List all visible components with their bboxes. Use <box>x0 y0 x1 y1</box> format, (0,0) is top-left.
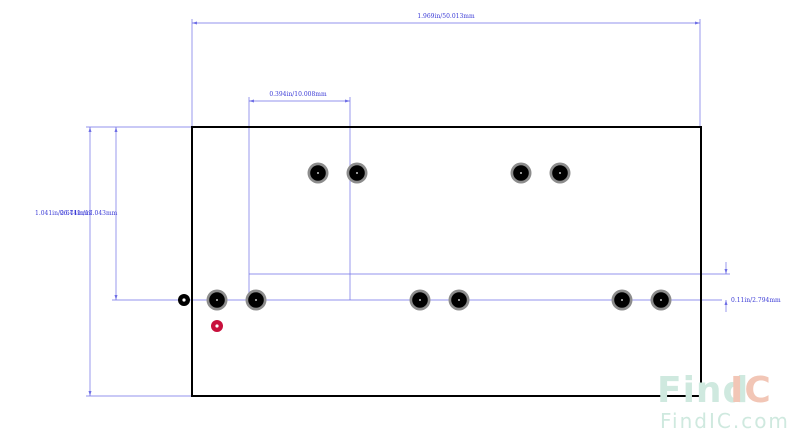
pad-5 <box>206 289 228 311</box>
arrow-width-left <box>192 21 197 25</box>
arrow-height-bottom <box>88 391 92 396</box>
arrow-height-top <box>88 127 92 132</box>
pad-10 <box>650 289 672 311</box>
arrow-pitch-left <box>249 99 254 103</box>
origin-marker <box>178 294 190 306</box>
pad-1 <box>307 162 329 184</box>
watermark-site: FindIC.com <box>660 409 790 433</box>
dimension-arrows <box>88 21 728 396</box>
overall-width-label: 1.969in/50.013mm <box>417 13 475 20</box>
pin-row-to-top-label: 0.671in/17.043mm <box>60 210 118 217</box>
row-offset-label: 0.11in/2.794mm <box>731 297 781 304</box>
arrow-row-top <box>114 127 118 132</box>
pad-4 <box>549 162 571 184</box>
pad-9 <box>611 289 633 311</box>
watermark-logo-ic: IC <box>730 370 772 411</box>
arrow-width-right <box>695 21 700 25</box>
arrow-offset-top <box>724 269 728 274</box>
pad-pitch-label: 0.394in/10.008mm <box>269 91 327 98</box>
pad-3 <box>510 162 532 184</box>
arrow-pitch-right <box>345 99 350 103</box>
arrow-offset-bottom <box>724 300 728 305</box>
watermark: Find IC FindIC.com <box>657 370 790 433</box>
pad-7 <box>409 289 431 311</box>
pad-6 <box>245 289 267 311</box>
watermark-logo-find: Find <box>657 370 749 411</box>
dimension-lines <box>86 19 730 397</box>
arrow-row-bottom <box>114 295 118 300</box>
pads-group <box>206 162 672 311</box>
board-outline <box>191 126 702 397</box>
pin1-marker <box>211 320 223 332</box>
pad-2 <box>346 162 368 184</box>
pad-8 <box>448 289 470 311</box>
overall-height-label: 1.041in/26.441mm <box>35 210 93 217</box>
